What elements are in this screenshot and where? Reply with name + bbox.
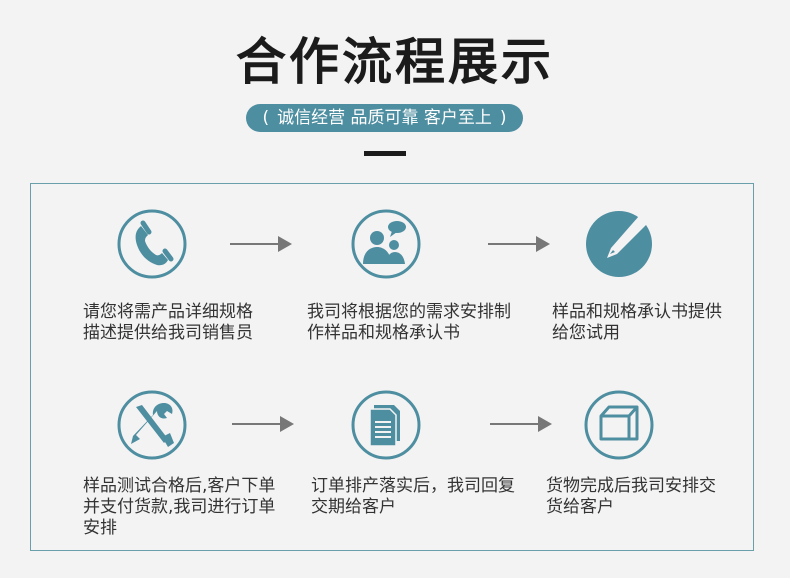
step-4-line-3: 安排 <box>83 518 117 538</box>
step-3-text: 样品和规格承认书提供 给您试用 <box>552 302 762 344</box>
step-6-line-2: 货给客户 <box>546 497 614 517</box>
step-5-line-1: 订单排产落实后，我司回复 <box>311 476 515 496</box>
step-1-text: 请您将需产品详细规格 描述提供给我司销售员 <box>83 302 293 344</box>
phone-icon <box>116 208 188 280</box>
step-4-line-2: 并支付货款,我司进行订单 <box>83 497 276 517</box>
step-5-text: 订单排产落实后，我司回复 交期给客户 <box>311 476 541 518</box>
step-2-line-2: 作样品和规格承认书 <box>307 323 460 343</box>
slogan-badge: ( 诚信经营 品质可靠 客户至上) <box>246 104 523 132</box>
tools-icon <box>116 389 188 461</box>
box-icon <box>583 389 655 461</box>
step-1-line-1: 请您将需产品详细规格 <box>83 302 253 322</box>
flow-arrow <box>232 414 294 434</box>
flow-arrow <box>490 414 552 434</box>
step-2-text: 我司将根据您的需求安排制 作样品和规格承认书 <box>307 302 537 344</box>
page-title: 合作流程展示 <box>236 33 554 91</box>
process-frame <box>30 183 754 551</box>
slogan-close-paren: ) <box>499 108 507 128</box>
step-3-line-2: 给您试用 <box>552 323 620 343</box>
pen-icon <box>583 208 655 280</box>
flow-arrow <box>230 234 292 254</box>
step-5-line-2: 交期给客户 <box>311 497 396 517</box>
step-6-text: 货物完成后我司安排交 货给客户 <box>546 476 756 518</box>
documents-icon <box>350 389 422 461</box>
step-4-text: 样品测试合格后,客户下单 并支付货款,我司进行订单 安排 <box>83 476 303 539</box>
slogan-open-paren: ( <box>262 108 270 128</box>
step-1-line-2: 描述提供给我司销售员 <box>83 323 253 343</box>
slogan-text: 诚信经营 品质可靠 客户至上 <box>277 108 492 128</box>
flow-arrow <box>488 234 550 254</box>
title-divider <box>364 151 406 156</box>
step-4-line-1: 样品测试合格后,客户下单 <box>83 476 276 496</box>
team-chat-icon <box>350 208 422 280</box>
step-3-line-1: 样品和规格承认书提供 <box>552 302 722 322</box>
step-6-line-1: 货物完成后我司安排交 <box>546 476 716 496</box>
step-2-line-1: 我司将根据您的需求安排制 <box>307 302 511 322</box>
